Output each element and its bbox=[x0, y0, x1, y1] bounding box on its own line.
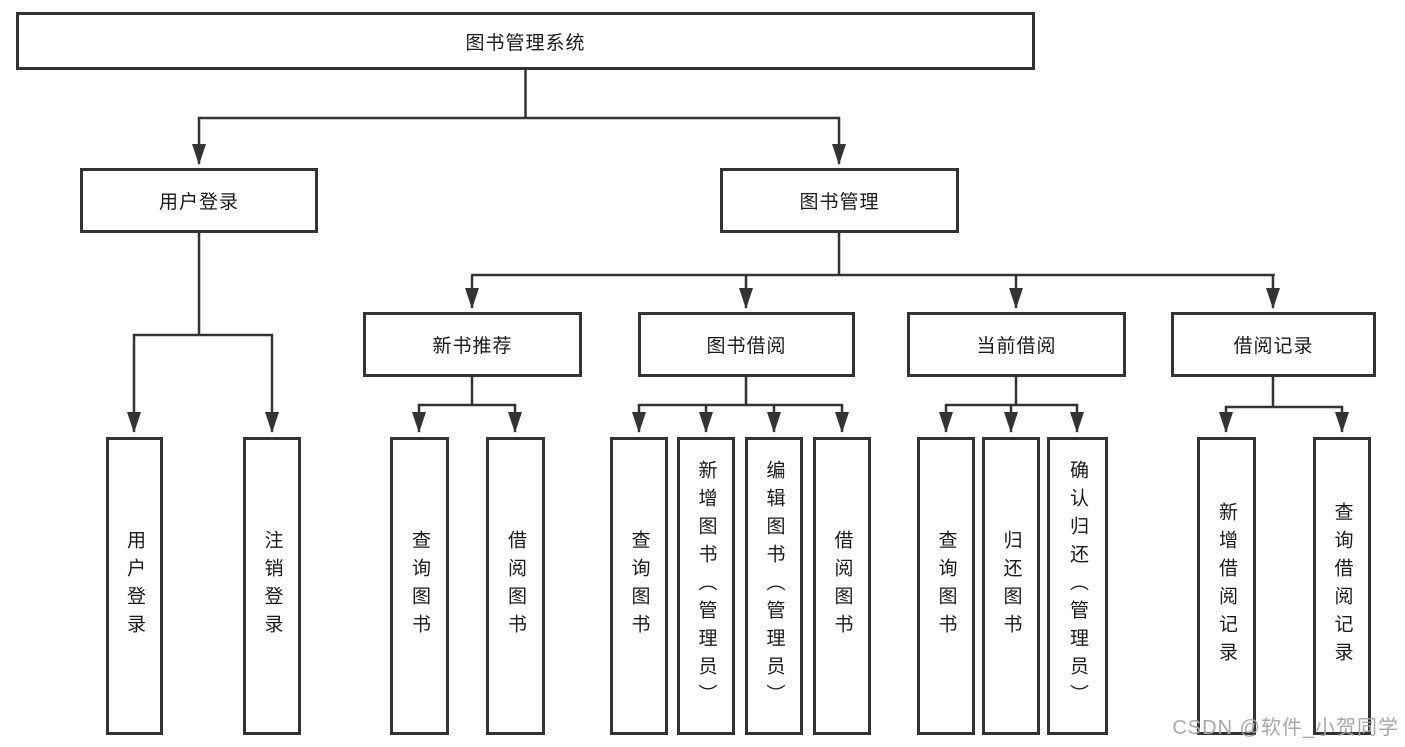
leaf-borrow-books: 借阅图书 bbox=[813, 437, 871, 735]
leaf-return-books: 归还图书 bbox=[982, 437, 1040, 735]
leaf-query-books-current: 查询图书 bbox=[917, 437, 975, 735]
csdn-watermark: CSDN @软件_小贺同学 bbox=[1172, 717, 1399, 739]
leaf-user-login: 用户登录 bbox=[106, 437, 163, 735]
leaf-logout: 注销登录 bbox=[243, 437, 301, 735]
node-book-management-branch: 图书管理 bbox=[720, 168, 959, 233]
leaf-query-books-borrow: 查询图书 bbox=[610, 437, 668, 735]
leaf-add-books-admin: 新增图书（管理员） bbox=[677, 437, 735, 735]
leaf-add-borrow-record: 新增借阅记录 bbox=[1197, 437, 1256, 735]
leaf-confirm-return-admin: 确认归还（管理员） bbox=[1047, 437, 1108, 735]
node-new-book-recommendation: 新书推荐 bbox=[363, 312, 582, 377]
leaf-query-books-recommend: 查询图书 bbox=[390, 437, 449, 735]
leaf-edit-books-admin: 编辑图书（管理员） bbox=[745, 437, 803, 735]
leaf-borrow-books-recommend: 借阅图书 bbox=[486, 437, 545, 735]
node-book-borrowing: 图书借阅 bbox=[638, 312, 855, 377]
node-borrowing-records: 借阅记录 bbox=[1171, 312, 1376, 377]
node-user-login-branch: 用户登录 bbox=[80, 168, 318, 233]
node-root-system: 图书管理系统 bbox=[16, 12, 1035, 70]
leaf-query-borrow-record: 查询借阅记录 bbox=[1313, 437, 1371, 735]
node-current-borrowing: 当前借阅 bbox=[907, 312, 1126, 377]
